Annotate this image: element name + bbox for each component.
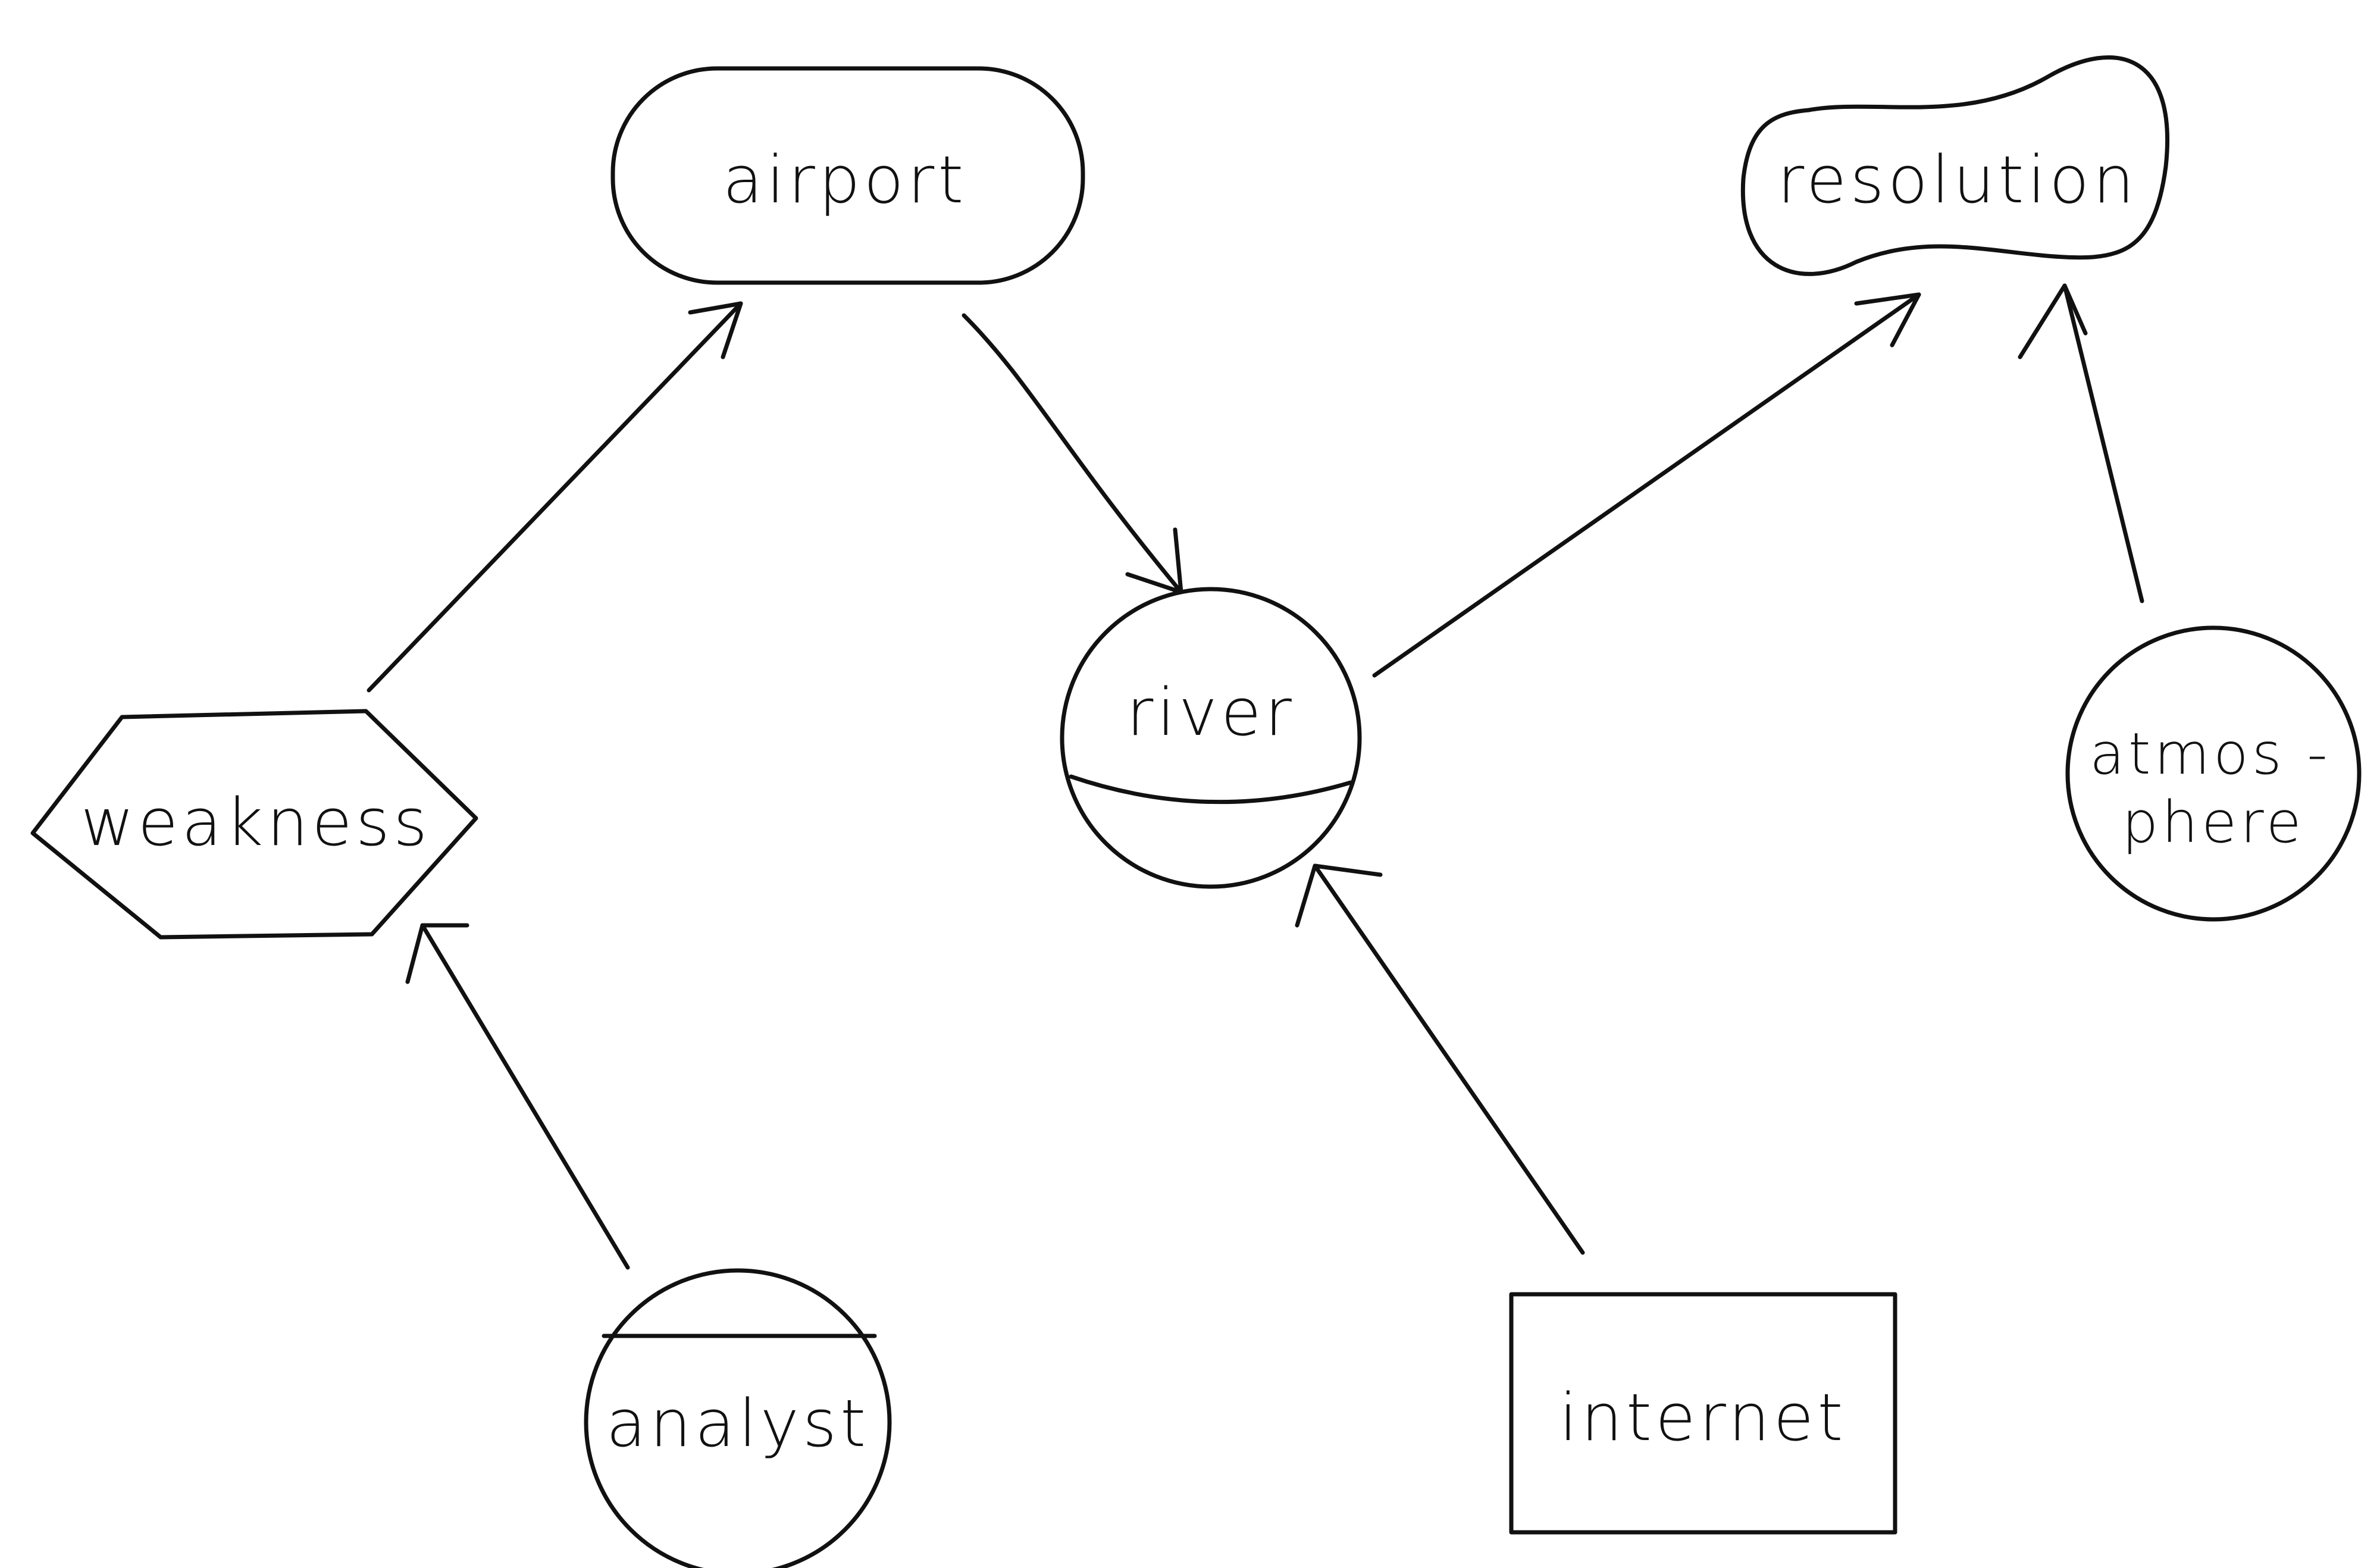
node-analyst: analyst bbox=[584, 1268, 892, 1568]
node-weakness-label: weakness bbox=[81, 784, 431, 860]
edge-analyst-to-weakness-arrowhead bbox=[405, 923, 469, 984]
node-river: river bbox=[1060, 587, 1362, 889]
node-airport-label: airport bbox=[723, 142, 967, 218]
edge-internet-to-river-line bbox=[1313, 863, 1585, 1255]
edge-internet-to-river bbox=[1295, 863, 1585, 1255]
edge-atmosphere-to-resolution-line bbox=[2062, 283, 2144, 603]
node-atmosphere: atmos - phere bbox=[2065, 625, 2362, 922]
node-internet: internet bbox=[1509, 1292, 1897, 1535]
edge-analyst-to-weakness-line bbox=[420, 923, 630, 1270]
edge-weakness-to-airport-arrowhead bbox=[688, 301, 743, 359]
edge-analyst-to-weakness bbox=[405, 923, 630, 1270]
node-weakness: weakness bbox=[30, 709, 478, 940]
edge-airport-to-river bbox=[962, 313, 1183, 594]
edge-river-to-resolution-line bbox=[1372, 292, 1921, 678]
node-river-divider bbox=[1069, 774, 1353, 805]
node-analyst-label: analyst bbox=[606, 1385, 870, 1461]
node-internet-shape bbox=[1509, 1292, 1897, 1535]
node-analyst-shape bbox=[584, 1268, 892, 1568]
edge-airport-to-river-line bbox=[962, 313, 1183, 594]
edge-atmosphere-to-resolution bbox=[2018, 283, 2144, 603]
node-river-label: river bbox=[1126, 674, 1295, 750]
node-internet-label: internet bbox=[1559, 1379, 1847, 1456]
edge-weakness-to-airport bbox=[367, 301, 743, 693]
node-resolution-shape bbox=[1740, 55, 2170, 276]
node-airport: airport bbox=[610, 66, 1085, 285]
node-resolution-label: resolution bbox=[1777, 142, 2138, 218]
node-atmosphere-shape bbox=[2065, 625, 2362, 922]
edge-river-to-resolution bbox=[1372, 292, 1921, 678]
edge-airport-to-river-arrowhead bbox=[1125, 527, 1183, 594]
node-atmosphere-label-line2: phere bbox=[2122, 789, 2304, 856]
edge-internet-to-river-arrowhead bbox=[1295, 863, 1383, 928]
node-weakness-shape bbox=[30, 709, 478, 940]
edge-atmosphere-to-resolution-arrowhead bbox=[2018, 283, 2088, 359]
edge-river-to-resolution-arrowhead bbox=[1854, 292, 1921, 348]
edge-weakness-to-airport-line bbox=[367, 301, 743, 693]
node-resolution: resolution bbox=[1740, 55, 2170, 276]
node-airport-shape bbox=[610, 66, 1085, 285]
node-river-shape bbox=[1060, 587, 1362, 889]
node-atmosphere-label-line1: atmos - bbox=[2090, 721, 2331, 787]
